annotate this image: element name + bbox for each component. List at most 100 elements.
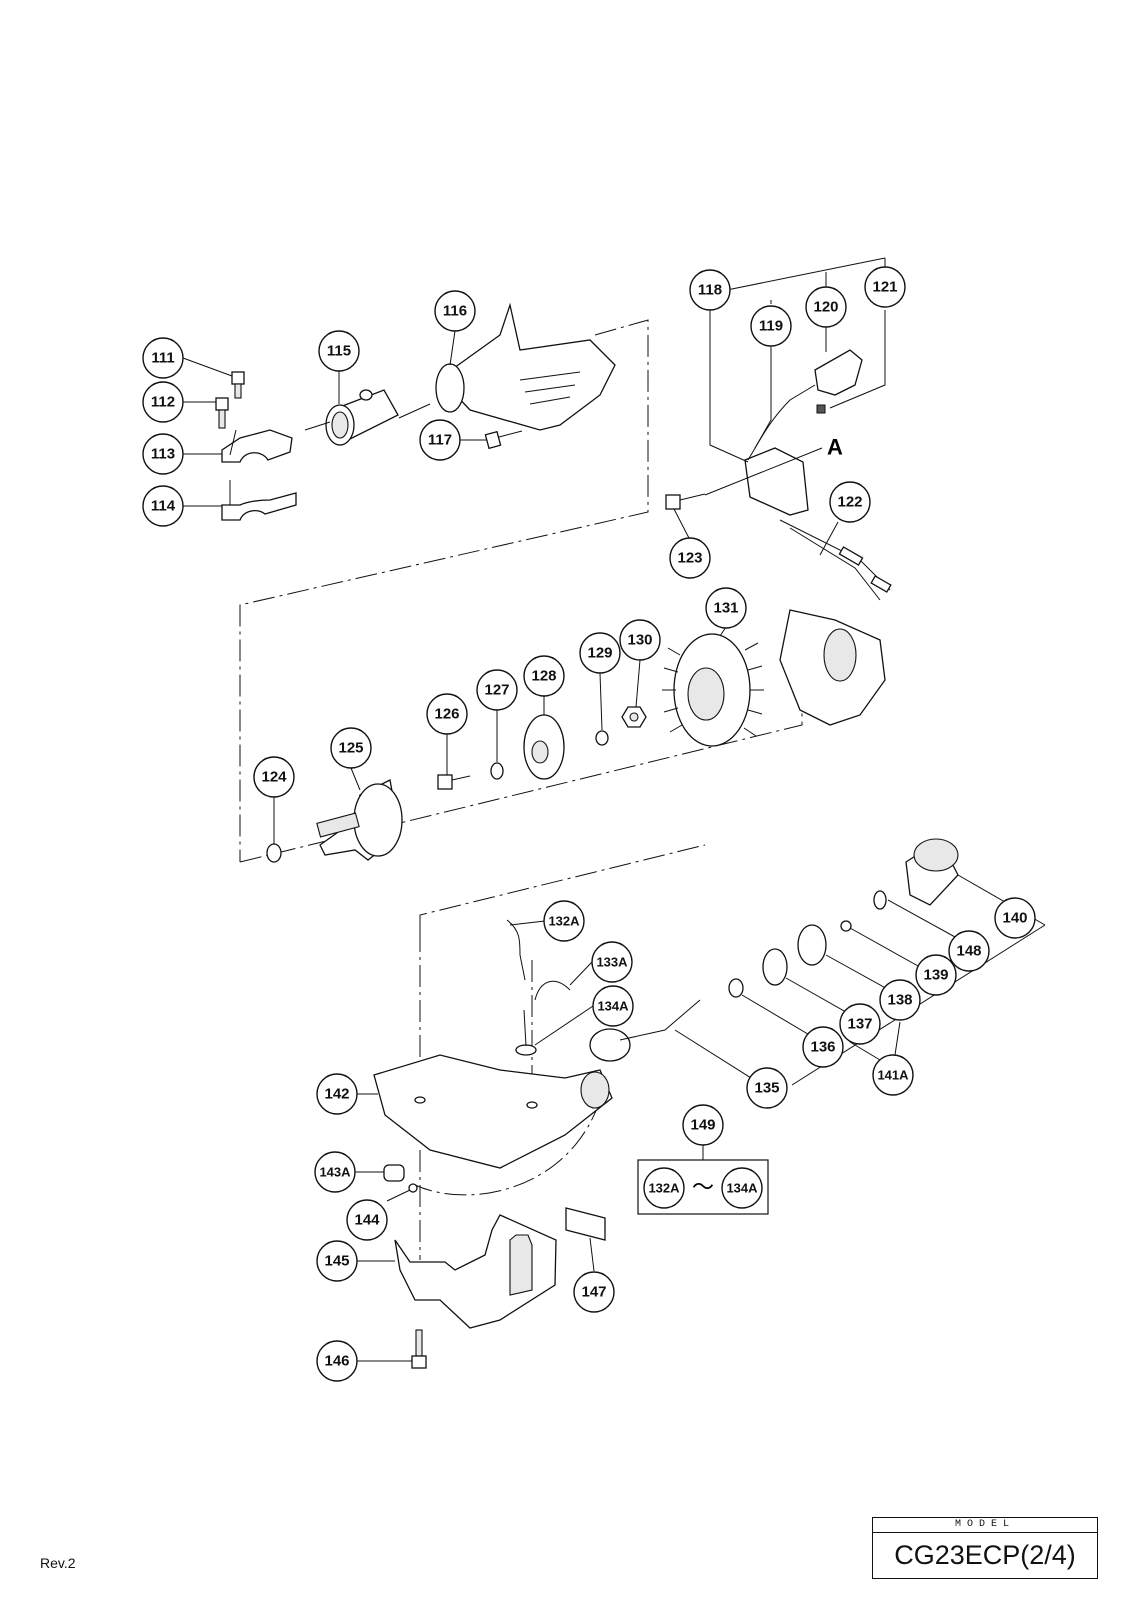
callout-132a-circle [543,900,585,942]
callout-115: 115 [318,330,360,372]
callout-138: 138 [879,979,921,1021]
callout-137-text: 137 [847,1016,872,1033]
clutch-shoe-icon [523,714,565,780]
bolt-111-icon [231,371,245,399]
sleeve-icon [325,389,399,446]
ignition-coil-icon [744,447,809,516]
callout-146-text: 146 [324,1353,349,1370]
callout-147: 147 [573,1271,615,1313]
callout-113-circle [142,433,184,475]
callout-136-text: 136 [810,1039,835,1056]
callout-126-text: 126 [434,706,459,723]
model-label: MODEL [873,1518,1097,1533]
gasket-137-icon [762,948,788,986]
kit-callout-from-text: 132A [648,1181,680,1196]
grommet-134a-icon [515,1009,537,1056]
callout-133a-text: 133A [596,955,628,970]
callout-121-text: 121 [872,279,897,296]
callout-149: 149 [682,1104,724,1146]
callout-118-circle [689,269,731,311]
callout-149-text: 149 [690,1117,715,1134]
callout-127-text: 127 [484,682,509,699]
callout-127-circle [476,669,518,711]
callout-124-circle [253,756,295,798]
kit-separator: 〜 [692,1176,714,1201]
callout-112-circle [142,381,184,423]
callout-136: 136 [802,1026,844,1068]
callout-115-text: 115 [327,343,351,360]
callout-132a: 132A [543,900,585,942]
plug-cap-icon [814,349,863,396]
callout-131: 131 [705,587,747,629]
kit-callout-to-circle [721,1167,763,1209]
fuel-filter-icon [589,999,701,1062]
callout-117-text: 117 [428,432,452,449]
clamp-lower-icon [221,492,297,521]
reference-letter: A [827,435,843,460]
callout-128-text: 128 [531,668,556,685]
callout-134a-text: 134A [597,999,629,1014]
callout-122-circle [829,481,871,523]
callout-122: 122 [829,481,871,523]
callout-117: 117 [419,419,461,461]
grommet-143a-icon [383,1164,405,1182]
callout-134a-circle [592,985,634,1027]
callout-125-circle [330,727,372,769]
callout-135-text: 135 [754,1080,779,1097]
part-drawings [215,302,959,1369]
callout-124-text: 124 [261,769,287,786]
callout-114-circle [142,485,184,527]
callout-136-circle [802,1026,844,1068]
callout-147-circle [573,1271,615,1313]
callout-143a-text: 143A [319,1165,351,1180]
callout-140-text: 140 [1002,910,1027,927]
callout-121-circle [864,266,906,308]
callout-129-text: 129 [587,645,612,662]
callout-131-circle [705,587,747,629]
callout-113-text: 113 [151,446,175,463]
callout-130-text: 130 [627,632,652,649]
callout-133a: 133A [591,941,633,983]
kit-callout-from: 132A [643,1167,685,1209]
washer-144-icon [408,1183,418,1193]
callout-111: 111 [142,337,184,379]
callout-142-text: 142 [324,1086,349,1103]
callout-123-text: 123 [677,550,702,567]
callout-142-circle [316,1073,358,1115]
kit-callout-to-text: 134A [726,1181,758,1196]
callout-118: 118 [689,269,731,311]
bolt-146-icon [411,1329,427,1369]
callout-120-text: 120 [813,299,838,316]
nut-121-icon [816,404,826,414]
callout-141a-circle [872,1054,914,1096]
callout-123: 123 [669,537,711,579]
flywheel-icon [662,633,764,747]
leader-lines [182,257,1046,1362]
callout-144-circle [346,1199,388,1241]
callout-144: 144 [346,1199,388,1241]
callout-130: 130 [619,619,661,661]
model-number: CG23ECP(2/4) [894,1540,1076,1570]
revision-label: Rev.2 [40,1555,76,1571]
kit-callout-from-circle [643,1167,685,1209]
callout-145: 145 [316,1240,358,1282]
callout-137-circle [839,1003,881,1045]
callout-145-text: 145 [324,1253,349,1270]
kit-callout-to: 134A [721,1167,763,1209]
callout-125: 125 [330,727,372,769]
callout-119-text: 119 [759,318,783,335]
callout-142: 142 [316,1073,358,1115]
callout-116: 116 [434,290,476,332]
callout-138-text: 138 [887,992,912,1009]
callout-133a-circle [591,941,633,983]
callout-group: 1111121131141151161171181191201211221231… [142,266,1036,1382]
callout-141a: 141A [872,1054,914,1096]
callout-111-text: 111 [151,350,174,367]
callout-144-text: 144 [354,1212,380,1229]
callout-116-text: 116 [443,303,467,320]
callout-146: 146 [316,1340,358,1382]
callout-113: 113 [142,433,184,475]
callout-148: 148 [948,930,990,972]
valve-136-icon [728,978,744,998]
